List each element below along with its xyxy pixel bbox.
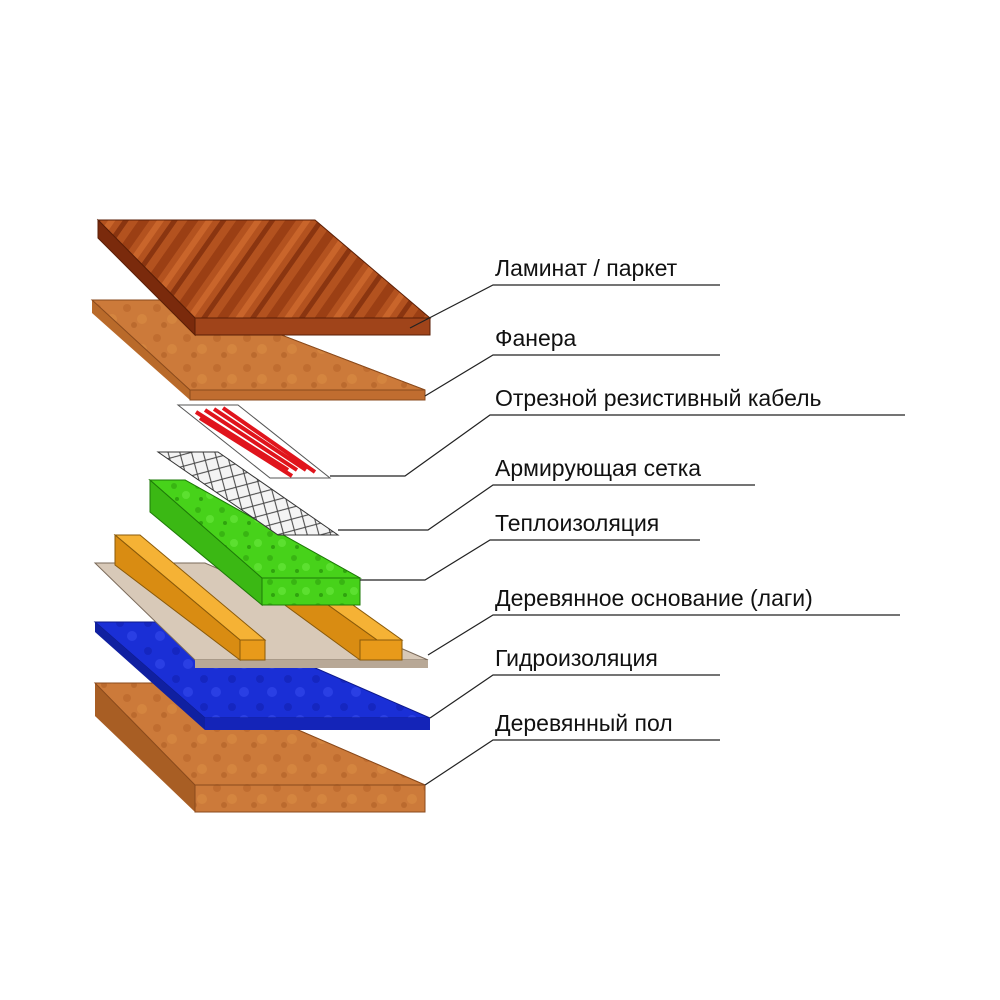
- mesh-layer: [156, 451, 340, 536]
- label-cable: Отрезной резистивный кабель: [330, 385, 905, 477]
- label-wooden-floor: Деревянный пол: [424, 710, 720, 786]
- plywood-layer: [90, 299, 426, 401]
- label-waterproof: Гидроизоляция: [429, 645, 720, 719]
- label-plywood: Фанера: [424, 325, 720, 397]
- label-mesh-text: Армирующая сетка: [495, 455, 701, 481]
- label-laminate-text: Ламинат / паркет: [495, 255, 678, 281]
- label-wooden-floor-text: Деревянный пол: [495, 710, 673, 736]
- insulation-layer: [148, 478, 362, 607]
- wooden-floor-layer: [93, 682, 426, 813]
- label-joists-text: Деревянное основание (лаги): [495, 585, 813, 611]
- label-cable-text: Отрезной резистивный кабель: [495, 385, 822, 411]
- waterproof-layer: [93, 621, 431, 730]
- label-plywood-text: Фанера: [495, 325, 577, 351]
- joist-left: [113, 533, 267, 662]
- label-waterproof-text: Гидроизоляция: [495, 645, 658, 671]
- label-joists: Деревянное основание (лаги): [427, 585, 900, 656]
- label-laminate: Ламинат / паркет: [409, 255, 720, 329]
- label-insulation: Теплоизоляция: [360, 510, 700, 581]
- cable-layer: [176, 404, 332, 479]
- label-mesh: Армирующая сетка: [338, 455, 755, 531]
- laminate-layer: [96, 218, 432, 337]
- label-insulation-text: Теплоизоляция: [495, 510, 659, 536]
